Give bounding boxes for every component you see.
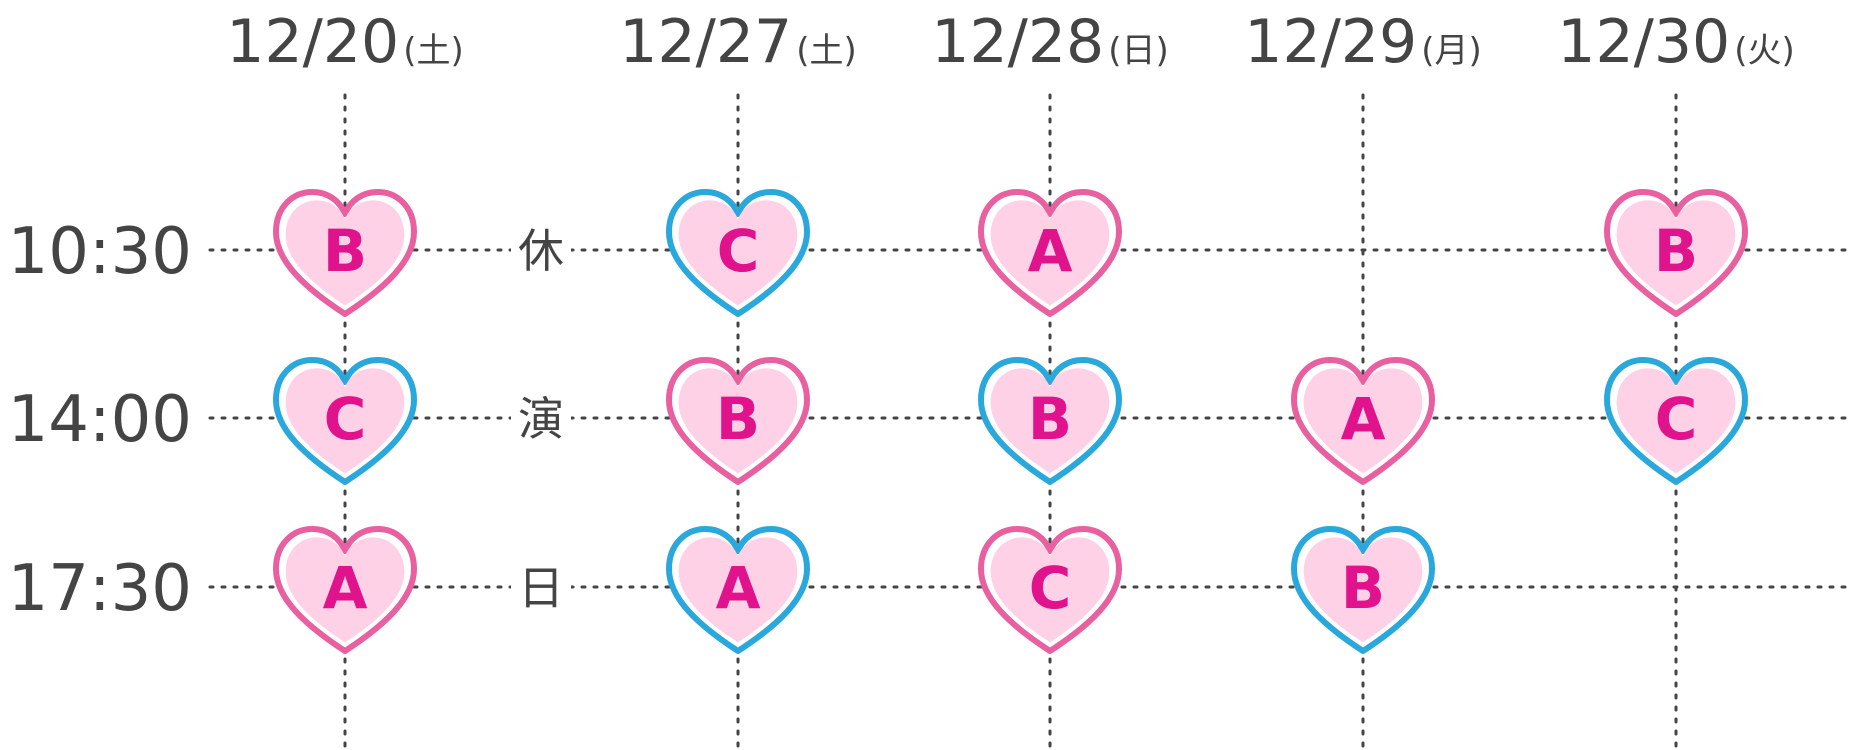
performance-heart[interactable]: C — [666, 189, 810, 317]
heart-fill-icon — [990, 200, 1110, 306]
heart-fill-icon — [285, 537, 405, 643]
performance-heart[interactable]: B — [1604, 189, 1748, 317]
cast-letter: A — [1341, 385, 1386, 453]
closed-day-label: 休演日 — [511, 220, 571, 617]
date-header: 12/30(火) — [1557, 7, 1794, 77]
date-value: 12/29 — [1244, 7, 1417, 77]
heart-fill-icon — [1303, 537, 1423, 643]
performance-heart[interactable]: B — [978, 357, 1122, 485]
date-value: 12/30 — [1557, 7, 1730, 77]
heart-fill-icon — [285, 200, 405, 306]
performance-heart[interactable]: A — [1291, 357, 1435, 485]
heart-fill-icon — [990, 368, 1110, 474]
date-header: 12/27(土) — [619, 7, 856, 77]
date-headers: 12/20(土)12/27(土)12/28(日)12/29(月)12/30(火) — [226, 7, 1794, 77]
cast-letter: A — [1028, 217, 1073, 285]
heart-fill-icon — [1616, 200, 1736, 306]
weekday-label: (日) — [1108, 31, 1169, 71]
cast-letter: A — [323, 554, 368, 622]
cast-letter: B — [1028, 385, 1072, 453]
date-header: 12/28(日) — [931, 7, 1168, 77]
heart-fill-icon — [990, 537, 1110, 643]
time-labels: 10:30 14:00 17:30 — [8, 215, 192, 626]
cast-letter: C — [1029, 554, 1072, 622]
date-value: 12/20 — [226, 7, 399, 77]
heart-fill-icon — [285, 368, 405, 474]
heart-fill-icon — [1616, 368, 1736, 474]
closed-day-char: 演 — [518, 392, 564, 446]
performance-heart[interactable]: C — [978, 526, 1122, 654]
closed-day-char: 休 — [518, 224, 564, 278]
cast-letter: B — [323, 217, 367, 285]
cast-letter: C — [324, 385, 367, 453]
cast-letter: B — [1654, 217, 1698, 285]
weekday-label: (月) — [1421, 31, 1482, 71]
performance-heart[interactable]: A — [978, 189, 1122, 317]
closed-label-bg — [511, 388, 571, 448]
heart-fill-icon — [678, 537, 798, 643]
time-label: 14:00 — [8, 383, 192, 457]
performance-hearts: B C A C B A A B C A B B C — [273, 189, 1748, 654]
performance-heart[interactable]: A — [666, 526, 810, 654]
time-label: 17:30 — [8, 552, 192, 626]
weekday-label: (火) — [1734, 31, 1795, 71]
date-header: 12/20(土) — [226, 7, 463, 77]
heart-fill-icon — [1303, 368, 1423, 474]
closed-day-char: 日 — [518, 561, 564, 615]
cast-letter: B — [1341, 554, 1385, 622]
cast-letter: C — [717, 217, 760, 285]
performance-heart[interactable]: B — [273, 189, 417, 317]
performance-heart[interactable]: B — [1291, 526, 1435, 654]
date-header: 12/29(月) — [1244, 7, 1481, 77]
closed-label-bg — [511, 220, 571, 280]
heart-fill-icon — [678, 200, 798, 306]
performance-heart[interactable]: A — [273, 526, 417, 654]
performance-heart[interactable]: B — [666, 357, 810, 485]
cast-letter: C — [1655, 385, 1698, 453]
time-label: 10:30 — [8, 215, 192, 289]
date-value: 12/27 — [619, 7, 792, 77]
date-value: 12/28 — [931, 7, 1104, 77]
cast-letter: B — [716, 385, 760, 453]
performance-heart[interactable]: C — [273, 357, 417, 485]
cast-letter: A — [716, 554, 761, 622]
weekday-label: (土) — [796, 31, 857, 71]
performance-heart[interactable]: C — [1604, 357, 1748, 485]
heart-fill-icon — [678, 368, 798, 474]
closed-label-bg — [511, 557, 571, 617]
weekday-label: (土) — [403, 31, 464, 71]
